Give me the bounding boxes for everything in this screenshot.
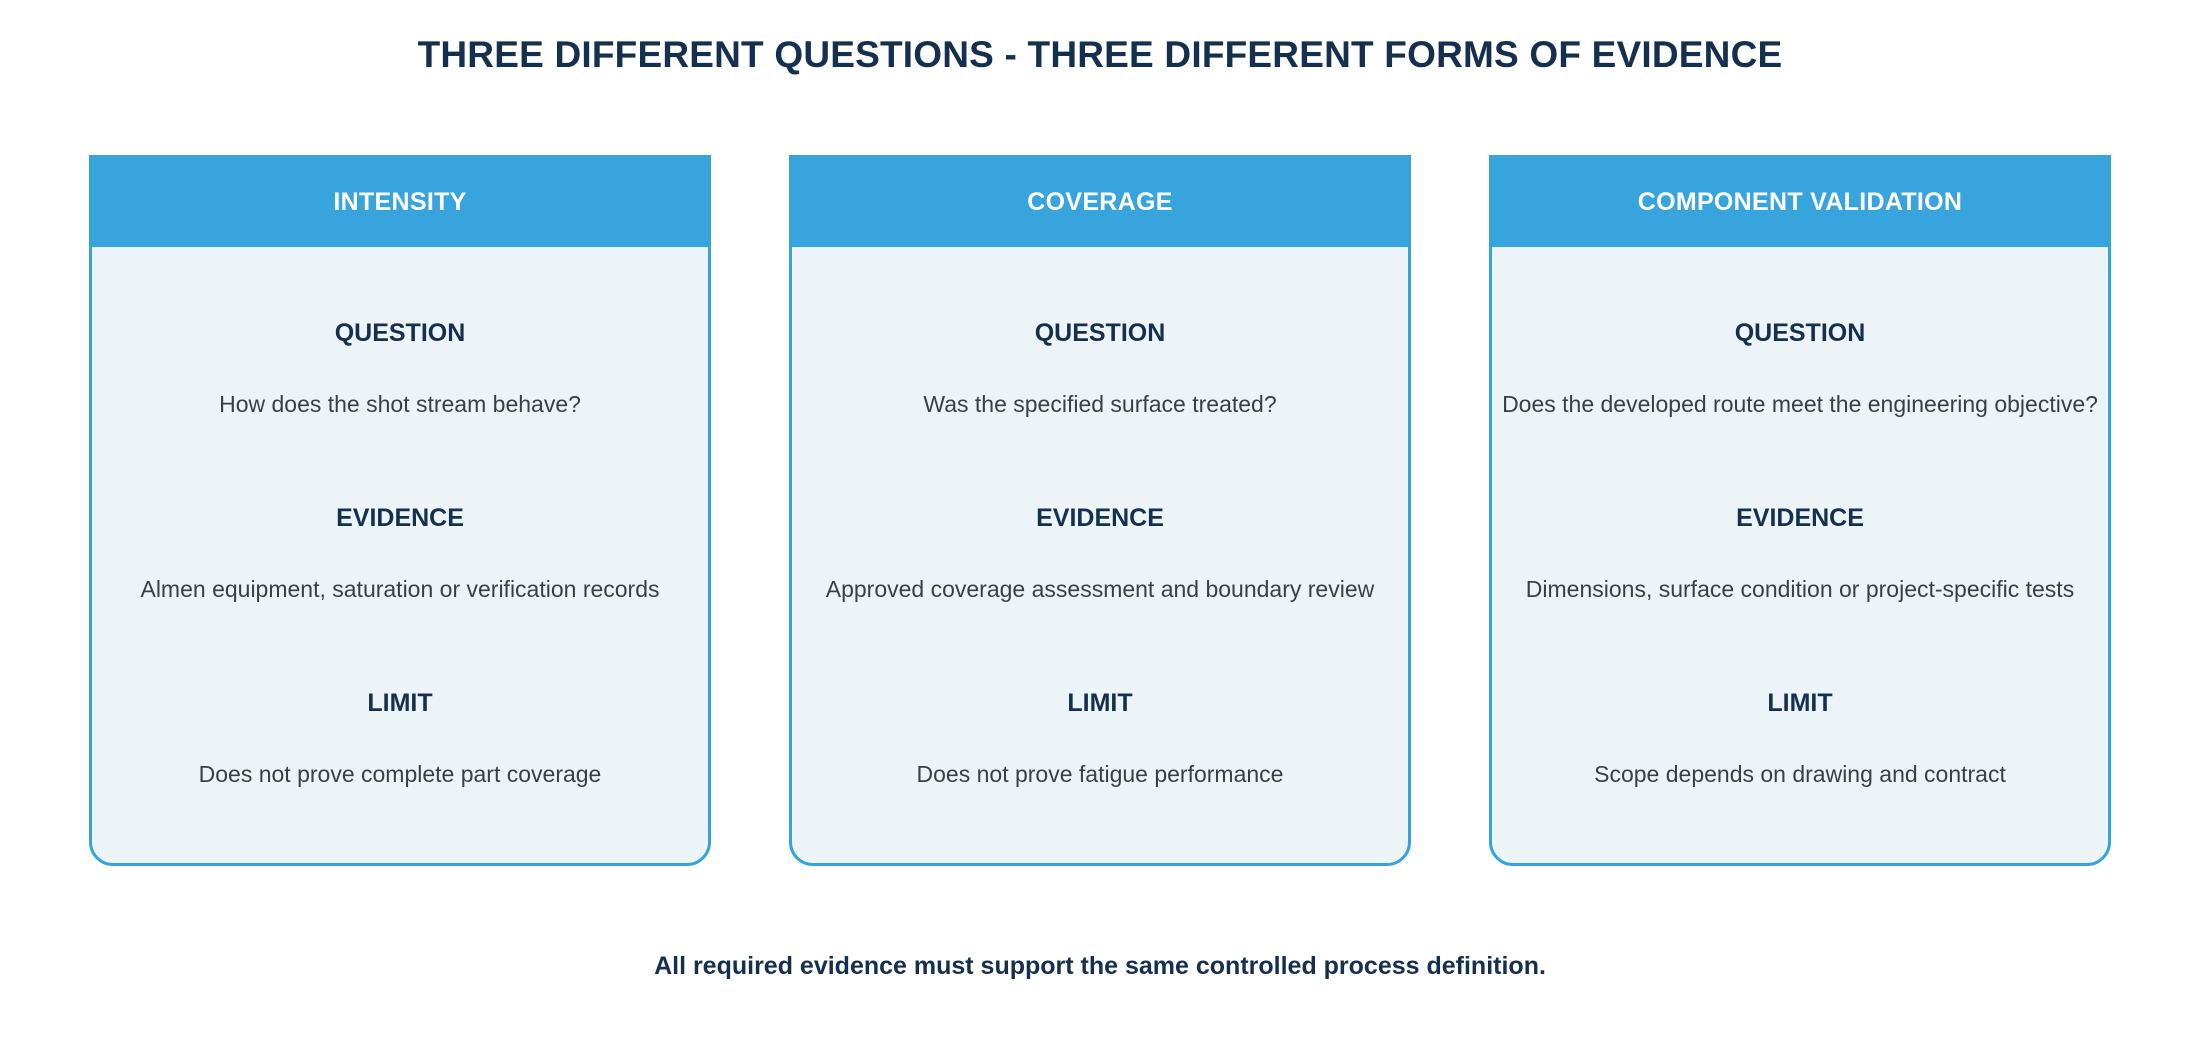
card-header: COVERAGE — [792, 158, 1408, 247]
evidence-text: Almen equipment, saturation or verificat… — [140, 576, 660, 602]
limit-text: Scope depends on drawing and contract — [1594, 761, 2006, 787]
question-label: QUESTION — [334, 319, 466, 347]
question-text: How does the shot stream behave? — [219, 391, 581, 417]
card-component-validation: COMPONENT VALIDATION QUESTION Does the d… — [1489, 155, 2111, 866]
evidence-label: EVIDENCE — [336, 504, 464, 532]
card-header: COMPONENT VALIDATION — [1492, 158, 2108, 247]
question-text: Does the developed route meet the engine… — [1502, 391, 2098, 417]
question-text: Was the specified surface treated? — [923, 391, 1277, 417]
limit-label: LIMIT — [1767, 689, 1833, 717]
card-intensity: INTENSITY QUESTION How does the shot str… — [89, 155, 711, 866]
question-label: QUESTION — [1034, 319, 1166, 347]
footer-note: All required evidence must support the s… — [654, 952, 1546, 980]
limit-text: Does not prove fatigue performance — [916, 761, 1284, 787]
cards-row: INTENSITY QUESTION How does the shot str… — [89, 155, 2111, 866]
limit-text: Does not prove complete part coverage — [198, 761, 602, 787]
evidence-text: Approved coverage assessment and boundar… — [825, 576, 1375, 602]
page-title: THREE DIFFERENT QUESTIONS - THREE DIFFER… — [417, 34, 1783, 75]
card-coverage: COVERAGE QUESTION Was the specified surf… — [789, 155, 1411, 866]
evidence-label: EVIDENCE — [1036, 504, 1164, 532]
evidence-label: EVIDENCE — [1736, 504, 1864, 532]
limit-label: LIMIT — [1067, 689, 1133, 717]
question-label: QUESTION — [1734, 319, 1866, 347]
card-header: INTENSITY — [92, 158, 708, 247]
evidence-text: Dimensions, surface condition or project… — [1525, 576, 2075, 602]
limit-label: LIMIT — [367, 689, 433, 717]
